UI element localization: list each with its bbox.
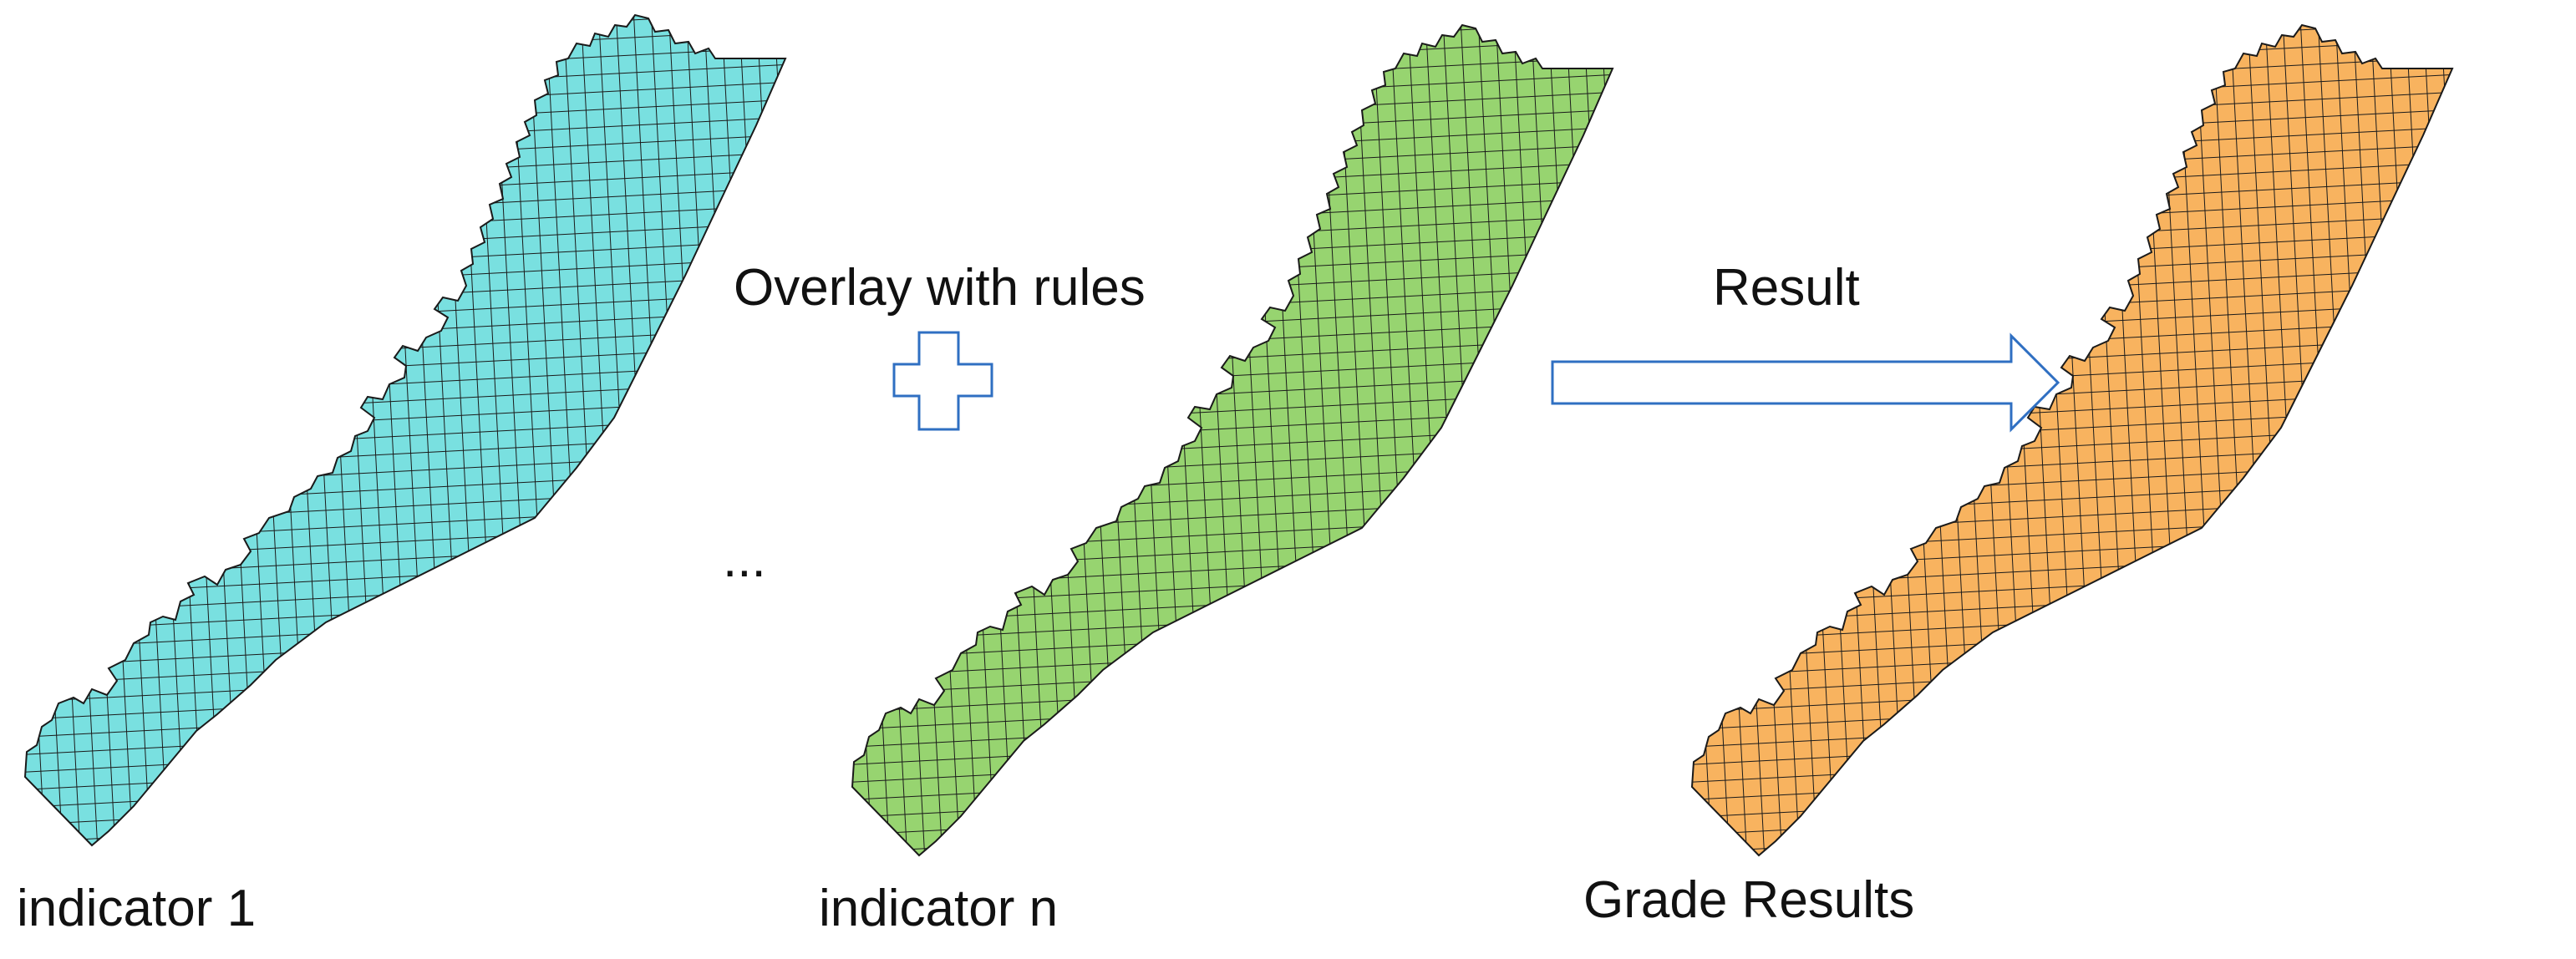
right-arrow-outline-icon <box>1551 332 2060 433</box>
grade-results-grid <box>1692 25 2452 855</box>
indicator-n-label: indicator n <box>819 880 1058 937</box>
map-grade-results <box>1691 24 2453 856</box>
indicator-1-grid <box>25 15 785 845</box>
labels-layer: indicator 1 indicator n Grade Results Overl… <box>17 259 2060 937</box>
result-label: Result <box>1713 259 1860 317</box>
grade-results-label: Grade Results <box>1583 871 1914 929</box>
indicator-n-grid <box>852 25 1613 855</box>
map-indicator-n <box>851 24 1613 856</box>
overlay-label: Overlay with rules <box>734 259 1146 317</box>
maps-layer <box>24 14 2453 856</box>
map-indicator-1 <box>24 14 786 846</box>
indicator-1-label: indicator 1 <box>17 880 256 937</box>
ellipsis-text: ... <box>723 530 766 588</box>
plus-outline-icon <box>892 331 993 431</box>
